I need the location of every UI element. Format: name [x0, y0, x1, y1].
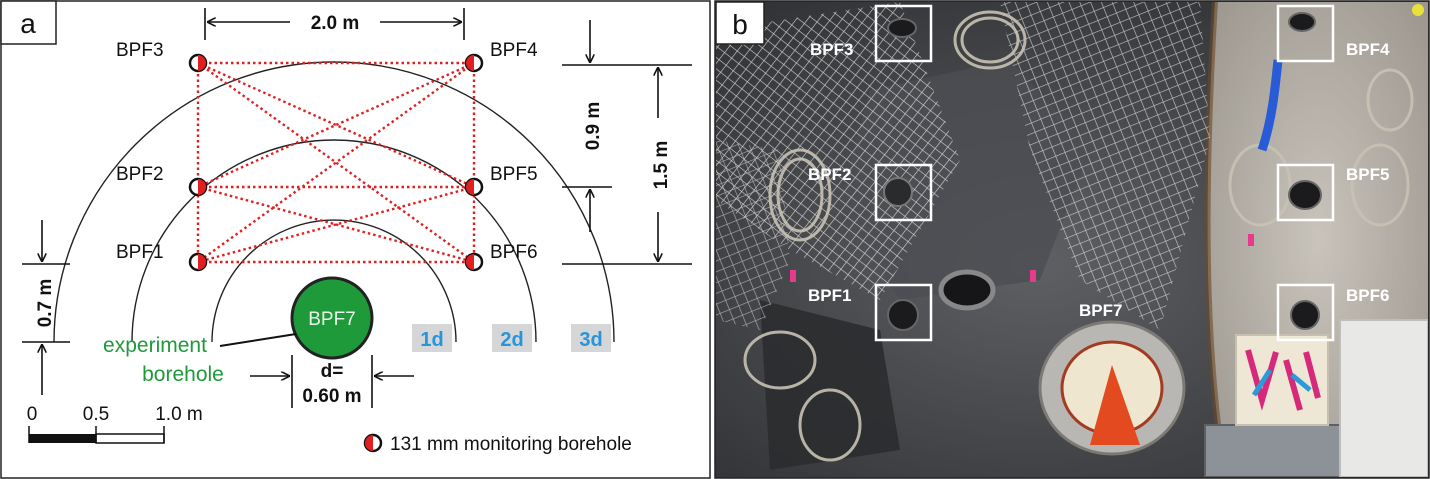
borehole-label-bpf1: BPF1 [116, 242, 164, 263]
dim-right-total-label: 1.5 m [651, 141, 672, 190]
ring-label-2d: 2d [500, 329, 523, 351]
photo-label-bpf1: BPF1 [808, 286, 851, 305]
panel-a-diagram: a [0, 0, 711, 479]
borehole-marker-bpf5 [464, 177, 484, 197]
blue-pipe [1257, 59, 1283, 152]
connection-network [196, 61, 476, 264]
scale-tick-0-5: 0.5 [83, 404, 109, 425]
experiment-text-line1: experiment [103, 334, 207, 357]
borehole-marker-bpf6 [464, 252, 484, 272]
panel-a-letter-box [0, 0, 57, 45]
experiment-text-line2: borehole [142, 363, 224, 386]
ring-3d-arc [53, 61, 615, 343]
panel-b-letter-box [715, 1, 765, 45]
red-bag [1090, 365, 1140, 445]
diameter-label-line2: 0.60 m [302, 386, 361, 407]
borehole-marker-bpf1 [188, 252, 208, 272]
photo-label-bpf3: BPF3 [810, 40, 853, 59]
legend: 131 mm monitoring borehole [363, 433, 632, 455]
experiment-leader-line [219, 333, 297, 347]
scale-bar-white [95, 433, 165, 444]
borehole-markers [188, 53, 484, 272]
photo-borehole-boxes [874, 4, 1335, 342]
photo-label-bpf6: BPF6 [1346, 286, 1389, 305]
steel-mesh-right [1000, 2, 1210, 330]
scale-tick-1-0: 1.0 m [155, 404, 203, 425]
borehole-label-bpf3: BPF3 [116, 40, 164, 61]
ring-label-3d-bg [571, 324, 611, 352]
scale-bar-black [29, 434, 96, 443]
ring-1d-arc [211, 219, 457, 343]
diameter-label-line1: d= [321, 361, 344, 382]
ring-label-1d-bg [412, 324, 452, 352]
borehole-label-bpf2: BPF2 [116, 164, 164, 185]
dim-top-label: 2.0 m [311, 13, 360, 34]
panel-a-frame [0, 0, 711, 479]
borehole-marker-bpf3 [188, 53, 208, 73]
borehole-label-bpf6: BPF6 [490, 242, 538, 263]
photo-label-bpf7: BPF7 [1079, 301, 1122, 320]
legend-borehole-icon [363, 433, 383, 453]
panel-b-letter: b [732, 9, 748, 40]
ring-label-1d: 1d [420, 329, 443, 351]
legend-text: 131 mm monitoring borehole [390, 434, 632, 455]
experiment-borehole-label: BPF7 [308, 309, 356, 330]
dim-left-label: 0.7 m [35, 279, 56, 328]
panel-b-photo: b BPF3 BPF4 BPF2 BPF5 BPF1 BPF6 BPF7 [714, 0, 1430, 479]
open-pipe [938, 269, 996, 311]
equipment-box [1204, 424, 1346, 477]
photo-label-bpf5: BPF5 [1346, 165, 1389, 184]
dim-upper-right-label: 0.9 m [583, 102, 604, 151]
ring-label-2d-bg [492, 324, 532, 352]
borehole-marker-bpf4 [464, 53, 484, 73]
scale-tick-0: 0 [27, 404, 38, 425]
ring-2d-arc [131, 139, 537, 343]
panel-a-letter: a [20, 8, 36, 39]
ring-label-3d: 3d [579, 329, 602, 351]
photo-label-bpf2: BPF2 [808, 165, 851, 184]
white-cabinet [1339, 319, 1428, 477]
photo-label-bpf4: BPF4 [1346, 40, 1390, 59]
scale-bar: 0 0.5 1.0 m [27, 404, 203, 444]
borehole-label-bpf5: BPF5 [490, 164, 538, 185]
borehole-marker-bpf2 [188, 177, 208, 197]
experiment-borehole [290, 276, 374, 360]
borehole-label-bpf4: BPF4 [490, 40, 538, 61]
